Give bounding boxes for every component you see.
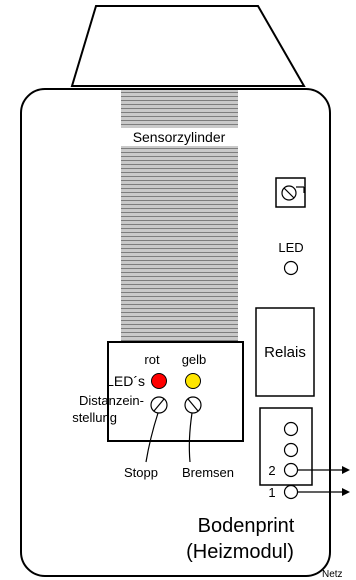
relais-box xyxy=(255,307,315,397)
relais-label: Relais xyxy=(264,344,306,361)
led-red xyxy=(151,373,167,389)
control-box xyxy=(107,341,244,442)
label-stopp: Stopp xyxy=(124,465,158,480)
netz-arrow-2 xyxy=(298,466,350,474)
bremsen-trimmer xyxy=(184,396,202,414)
label-distance-2: stellung xyxy=(72,410,117,425)
label-gelb: gelb xyxy=(182,352,207,367)
terminal-1-label: 1 xyxy=(268,485,275,500)
title-line-2: (Heizmodul) xyxy=(186,541,294,563)
terminal-1 xyxy=(283,484,299,500)
sensor-label-bg xyxy=(113,128,246,146)
stopp-trimmer xyxy=(150,396,168,414)
title-line-1: Bodenprint xyxy=(198,515,295,537)
potentiometer-symbol xyxy=(275,177,306,208)
terminal-2 xyxy=(283,462,299,478)
label-distance-1: Distanzein- xyxy=(79,393,144,408)
label-rot: rot xyxy=(144,352,160,367)
top-cover xyxy=(70,5,306,87)
led-label: LED xyxy=(278,240,303,255)
netz-arrow-1 xyxy=(298,488,350,496)
led-yellow xyxy=(185,373,201,389)
stopp-pointer xyxy=(145,412,159,463)
netz-label: Netz xyxy=(322,569,343,580)
terminal-4 xyxy=(283,421,299,437)
sensor-label: Sensorzylinder xyxy=(133,129,226,145)
led-indicator xyxy=(283,260,299,276)
label-bremsen: Bremsen xyxy=(182,465,234,480)
sensor-cylinder xyxy=(121,90,238,342)
label-leds: LED´s xyxy=(106,373,145,389)
bremsen-pointer xyxy=(188,412,193,463)
terminal-3 xyxy=(283,442,299,458)
terminal-2-label: 2 xyxy=(268,463,275,478)
